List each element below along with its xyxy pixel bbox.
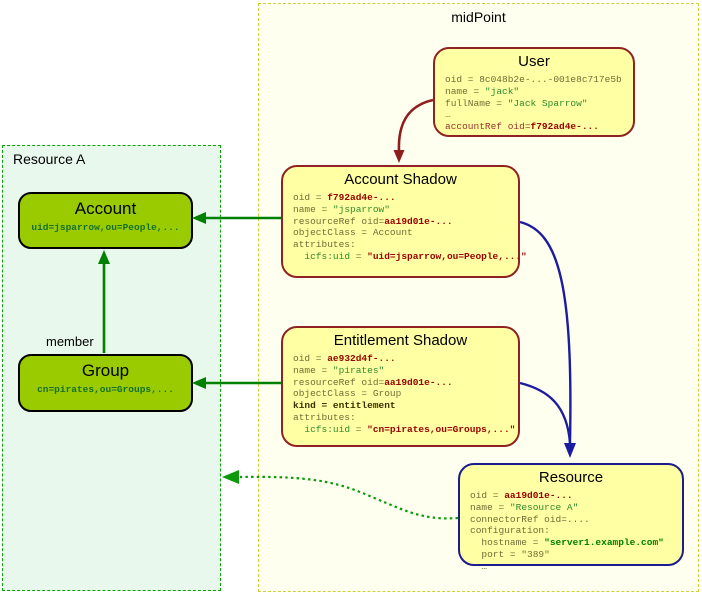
attribute-line: objectClass = Group [293,388,402,400]
attribute-line: resourceRef oid=aa19d01e-... [293,376,453,388]
group-box: Group cn=pirates,ou=Groups,... [18,354,193,412]
attribute-line: port = "389" [470,548,550,560]
attribute-line: connectorRef oid=.... [470,513,590,525]
resource-a-container-label: Resource A [13,151,86,167]
group-box-dn: cn=pirates,ou=Groups,... [37,384,174,395]
attribute-line: kind = entitlement [293,400,396,412]
resource-box-title: Resource [538,469,604,486]
attribute-line: resourceRef oid=aa19d01e-... [293,215,453,227]
account-shadow-box-attributes: oid = f792ad4e-...name = "jsparrow"resou… [283,192,527,263]
entitlement-shadow-box: Entitlement Shadow oid = ae932d4f-...nam… [281,326,520,447]
attribute-line: oid = aa19d01e-... [470,490,573,501]
resource-box: Resource oid = aa19d01e-...name = "Resou… [458,463,684,572]
attribute-line: icfs:uid = "cn=pirates,ou=Groups,..." [304,423,516,435]
attribute-line: name = "jack" [445,85,520,97]
entitlement-shadow-box-attributes: oid = ae932d4f-...name = "pirates"resour… [283,353,518,436]
attribute-line: name = "pirates" [293,364,385,376]
attribute-line: objectClass = Account [293,227,413,239]
resource-box-attributes: oid = aa19d01e-...name = "Resource A"con… [460,490,682,573]
attribute-line: … [445,109,451,121]
account-shadow-box: Account Shadow oid = f792ad4e-...name = … [281,165,527,278]
account-box-title: Account [74,199,137,218]
resource-to-resource-a-arrowhead [222,470,239,484]
attribute-line: attributes: [293,411,356,423]
attribute-line: oid = ae932d4f-... [293,353,396,364]
attribute-line: hostname = "server1.example.com" [470,537,664,549]
attribute-line: accountRef oid=f792ad4e-... [445,121,599,133]
midpoint-container-label: midPoint [451,9,506,25]
attribute-line: name = "jsparrow" [293,203,390,215]
account-shadow-box-title: Account Shadow [344,171,457,188]
attribute-line: oid = 8c048b2e-...-001e8c717e5b [445,74,622,85]
attribute-line: icfs:uid = "uid=jsparrow,ou=People,..." [304,250,527,262]
entitlement-shadow-box-title: Entitlement Shadow [333,332,468,349]
attribute-line: attributes: [293,239,356,251]
user-box-title: User [518,53,550,70]
attribute-line: oid = f792ad4e-... [293,192,396,203]
attribute-line: name = "Resource A" [470,501,579,513]
attribute-line: fullName = "Jack Sparrow" [445,97,588,109]
attribute-line: … [470,560,488,572]
account-box: Account uid=jsparrow,ou=People,... [18,192,193,249]
group-box-title: Group [81,361,130,380]
member-edge-label: member [46,334,94,349]
attribute-line: configuration: [470,525,550,537]
account-box-dn: uid=jsparrow,ou=People,... [31,222,180,233]
